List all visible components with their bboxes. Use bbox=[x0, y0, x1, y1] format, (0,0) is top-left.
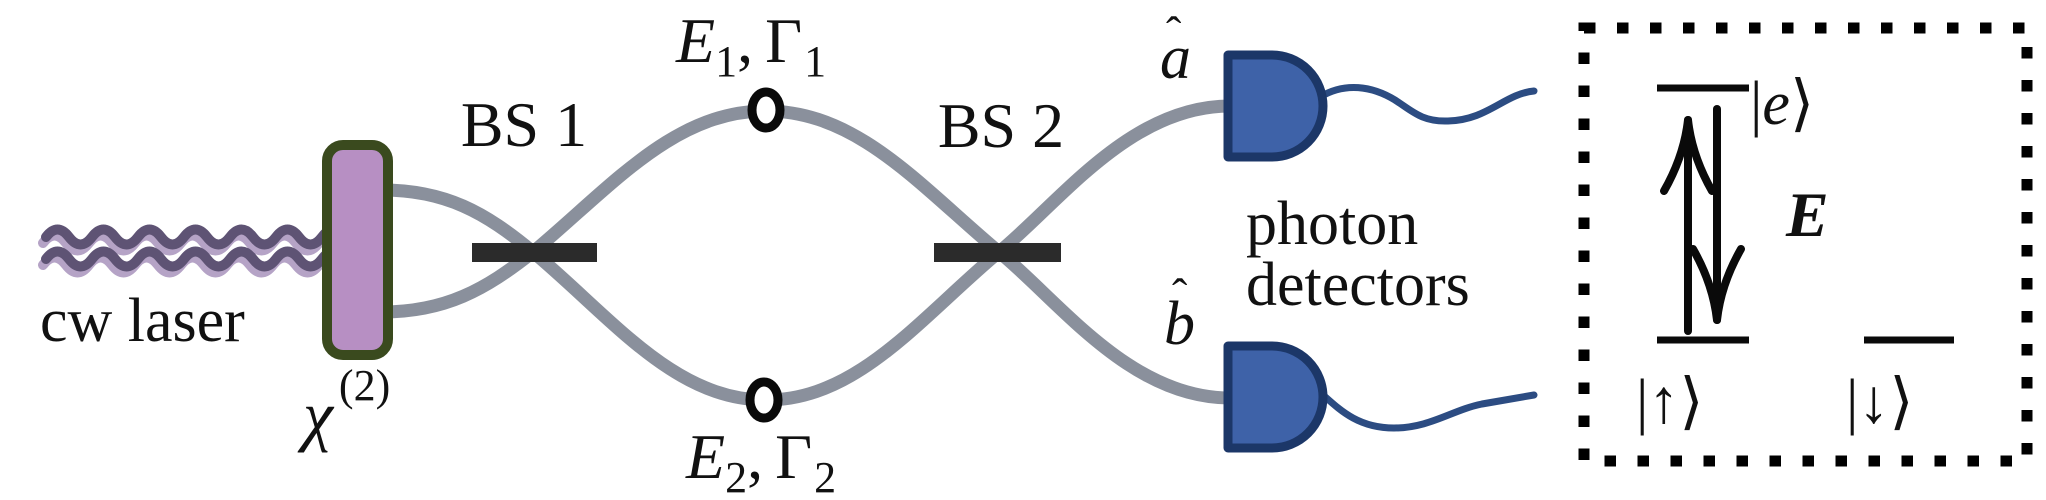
detector-b bbox=[1223, 341, 1328, 453]
bs1-label: BS 1 bbox=[461, 89, 587, 160]
detector-b-wire bbox=[1318, 390, 1538, 432]
detector-a bbox=[1223, 50, 1328, 162]
mode-b-label: b bbox=[1164, 290, 1195, 358]
phase-shifter-bottom bbox=[745, 377, 783, 423]
phase-shifter-top bbox=[747, 87, 785, 133]
arm-bottom-label: E2,Γ2 bbox=[685, 421, 836, 500]
inset-box bbox=[1578, 22, 2033, 467]
mode-a-hat: ˆ bbox=[1166, 7, 1181, 58]
chi2-label: χ(2) bbox=[297, 361, 390, 453]
spin-down-ket-label: |↓⟩ bbox=[1846, 368, 1914, 436]
photon-label: photon bbox=[1246, 190, 1418, 258]
mode-b-hat: ˆ bbox=[1172, 269, 1187, 320]
detectors-label: detectors bbox=[1246, 251, 1470, 319]
mode-a-label: a bbox=[1160, 24, 1191, 92]
excited-ket-label: |e⟩ bbox=[1750, 70, 1814, 138]
beam-splitter-1 bbox=[472, 243, 597, 262]
cw-laser-label: cw laser bbox=[40, 287, 245, 355]
arrow-up-head bbox=[1660, 116, 1716, 195]
arm-top-label: E1,Γ1 bbox=[675, 5, 826, 86]
detector-a-wire bbox=[1316, 84, 1538, 125]
chi2-crystal bbox=[322, 140, 393, 360]
spin-up-ket-label: |↑⟩ bbox=[1636, 368, 1704, 436]
laser-wave-top bbox=[41, 224, 350, 250]
beam-splitter-2 bbox=[934, 243, 1061, 262]
transition-energy-label: E bbox=[1785, 179, 1829, 250]
arrow-down-head bbox=[1689, 245, 1745, 324]
laser-wave-bottom bbox=[41, 246, 350, 272]
bs2-label: BS 2 bbox=[938, 90, 1064, 161]
